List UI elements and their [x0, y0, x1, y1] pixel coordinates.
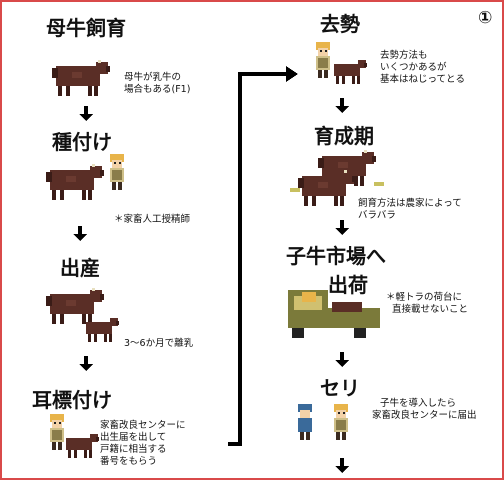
step-note-kyosei: 去勢方法も いくつかあるが 基本はねじってとる	[380, 50, 465, 86]
step-note-ikusei: 飼育方法は農家によって バラバラ	[358, 198, 462, 222]
title-line: 出荷	[328, 273, 368, 297]
note-line: 母牛が乳牛の	[124, 72, 182, 83]
arrow-down-icon	[335, 352, 349, 367]
arrow-down-icon	[73, 226, 87, 241]
step-note-tanetsuke: ＊家畜人工授精師	[114, 214, 190, 226]
step-title-boshi: 母牛飼育	[46, 16, 126, 40]
step-title-seri: セリ	[320, 376, 360, 400]
note-line: 去勢方法も	[380, 50, 428, 61]
note-line: 出生届を出して	[100, 432, 167, 443]
arrow-down-icon	[335, 458, 349, 473]
title-line: 子牛市場へ	[286, 244, 386, 268]
farmer-icon	[110, 154, 124, 190]
step-note-shukka: ＊軽トラの荷台に 直接載せないこと	[386, 292, 468, 316]
note-line: ＊軽トラの荷台に	[386, 292, 463, 303]
note-line: 家畜改良センターに	[100, 420, 186, 431]
note-line: 戸籍に相当する	[100, 444, 167, 455]
note-line: 場合もある(F1)	[124, 84, 191, 95]
cow-icon	[46, 164, 104, 200]
note-line: 直接載せないこと	[392, 304, 469, 315]
connector-arrow-icon	[228, 66, 298, 446]
arrow-down-icon	[335, 98, 349, 113]
truck-icon	[288, 290, 380, 338]
farmer-icon	[334, 404, 348, 440]
cow-icon	[46, 288, 104, 324]
step-note-mimihyo: 家畜改良センターに 出生届を出して 戸籍に相当する 番号をもらう	[100, 420, 186, 468]
step-title-shussan: 出産	[60, 256, 100, 280]
step-title-tanetsuke: 種付け	[52, 130, 112, 154]
step-title-kyosei: 去勢	[320, 12, 360, 36]
calf-icon	[334, 60, 367, 84]
cow-icon	[52, 60, 110, 96]
note-line: 家畜改良センターに届出	[372, 410, 477, 421]
note-line: 飼育方法は農家によって	[358, 198, 462, 209]
farmer-icon	[298, 404, 312, 440]
note-line: バラバラ	[358, 210, 396, 221]
note-line: ＊家畜人工授精師	[114, 214, 191, 225]
arrow-down-icon	[79, 356, 93, 371]
step-title-mimihyo: 耳標付け	[32, 388, 112, 412]
farmer-icon	[50, 414, 64, 450]
note-line: 基本はねじってとる	[380, 74, 466, 85]
step-note-shussan: 3〜6か月で離乳	[124, 338, 193, 350]
page-number: ①	[478, 8, 493, 28]
note-line: 子牛を導入したら	[380, 398, 457, 409]
arrow-down-icon	[79, 106, 93, 121]
note-line: 3〜6か月で離乳	[124, 338, 194, 349]
step-note-seri: 子牛を導入したら 家畜改良センターに届出	[372, 398, 477, 422]
arrow-down-icon	[335, 220, 349, 235]
calf-icon	[66, 434, 99, 458]
farmer-icon	[316, 42, 330, 78]
note-line: いくつかあるが	[380, 62, 447, 73]
step-title-ikusei: 育成期	[314, 124, 374, 148]
step-note-boshi: 母牛が乳牛の 場合もある(F1)	[124, 72, 190, 96]
step-title-shukka: 子牛市場へ 出荷	[286, 240, 386, 298]
note-line: 番号をもらう	[100, 456, 158, 467]
